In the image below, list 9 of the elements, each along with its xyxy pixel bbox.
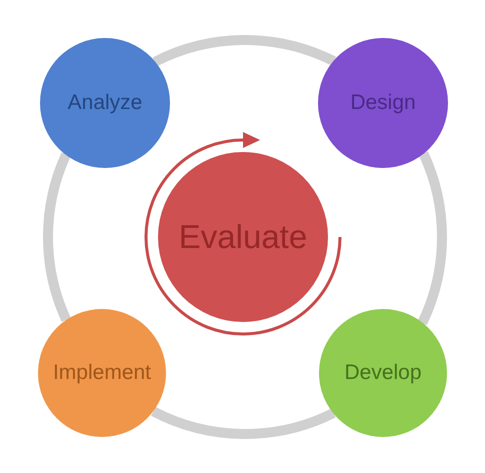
- ring-connector: [43, 152, 71, 322]
- ring-connector: [151, 406, 336, 439]
- phase-label: Evaluate: [178, 218, 308, 256]
- ring-connector: [152, 35, 336, 66]
- phase-label: Implement: [52, 361, 152, 385]
- phase-label: Develop: [344, 361, 422, 385]
- phase-label: Analyze: [68, 91, 142, 115]
- ring-connector: [418, 151, 447, 325]
- phase-label: Design: [350, 91, 416, 115]
